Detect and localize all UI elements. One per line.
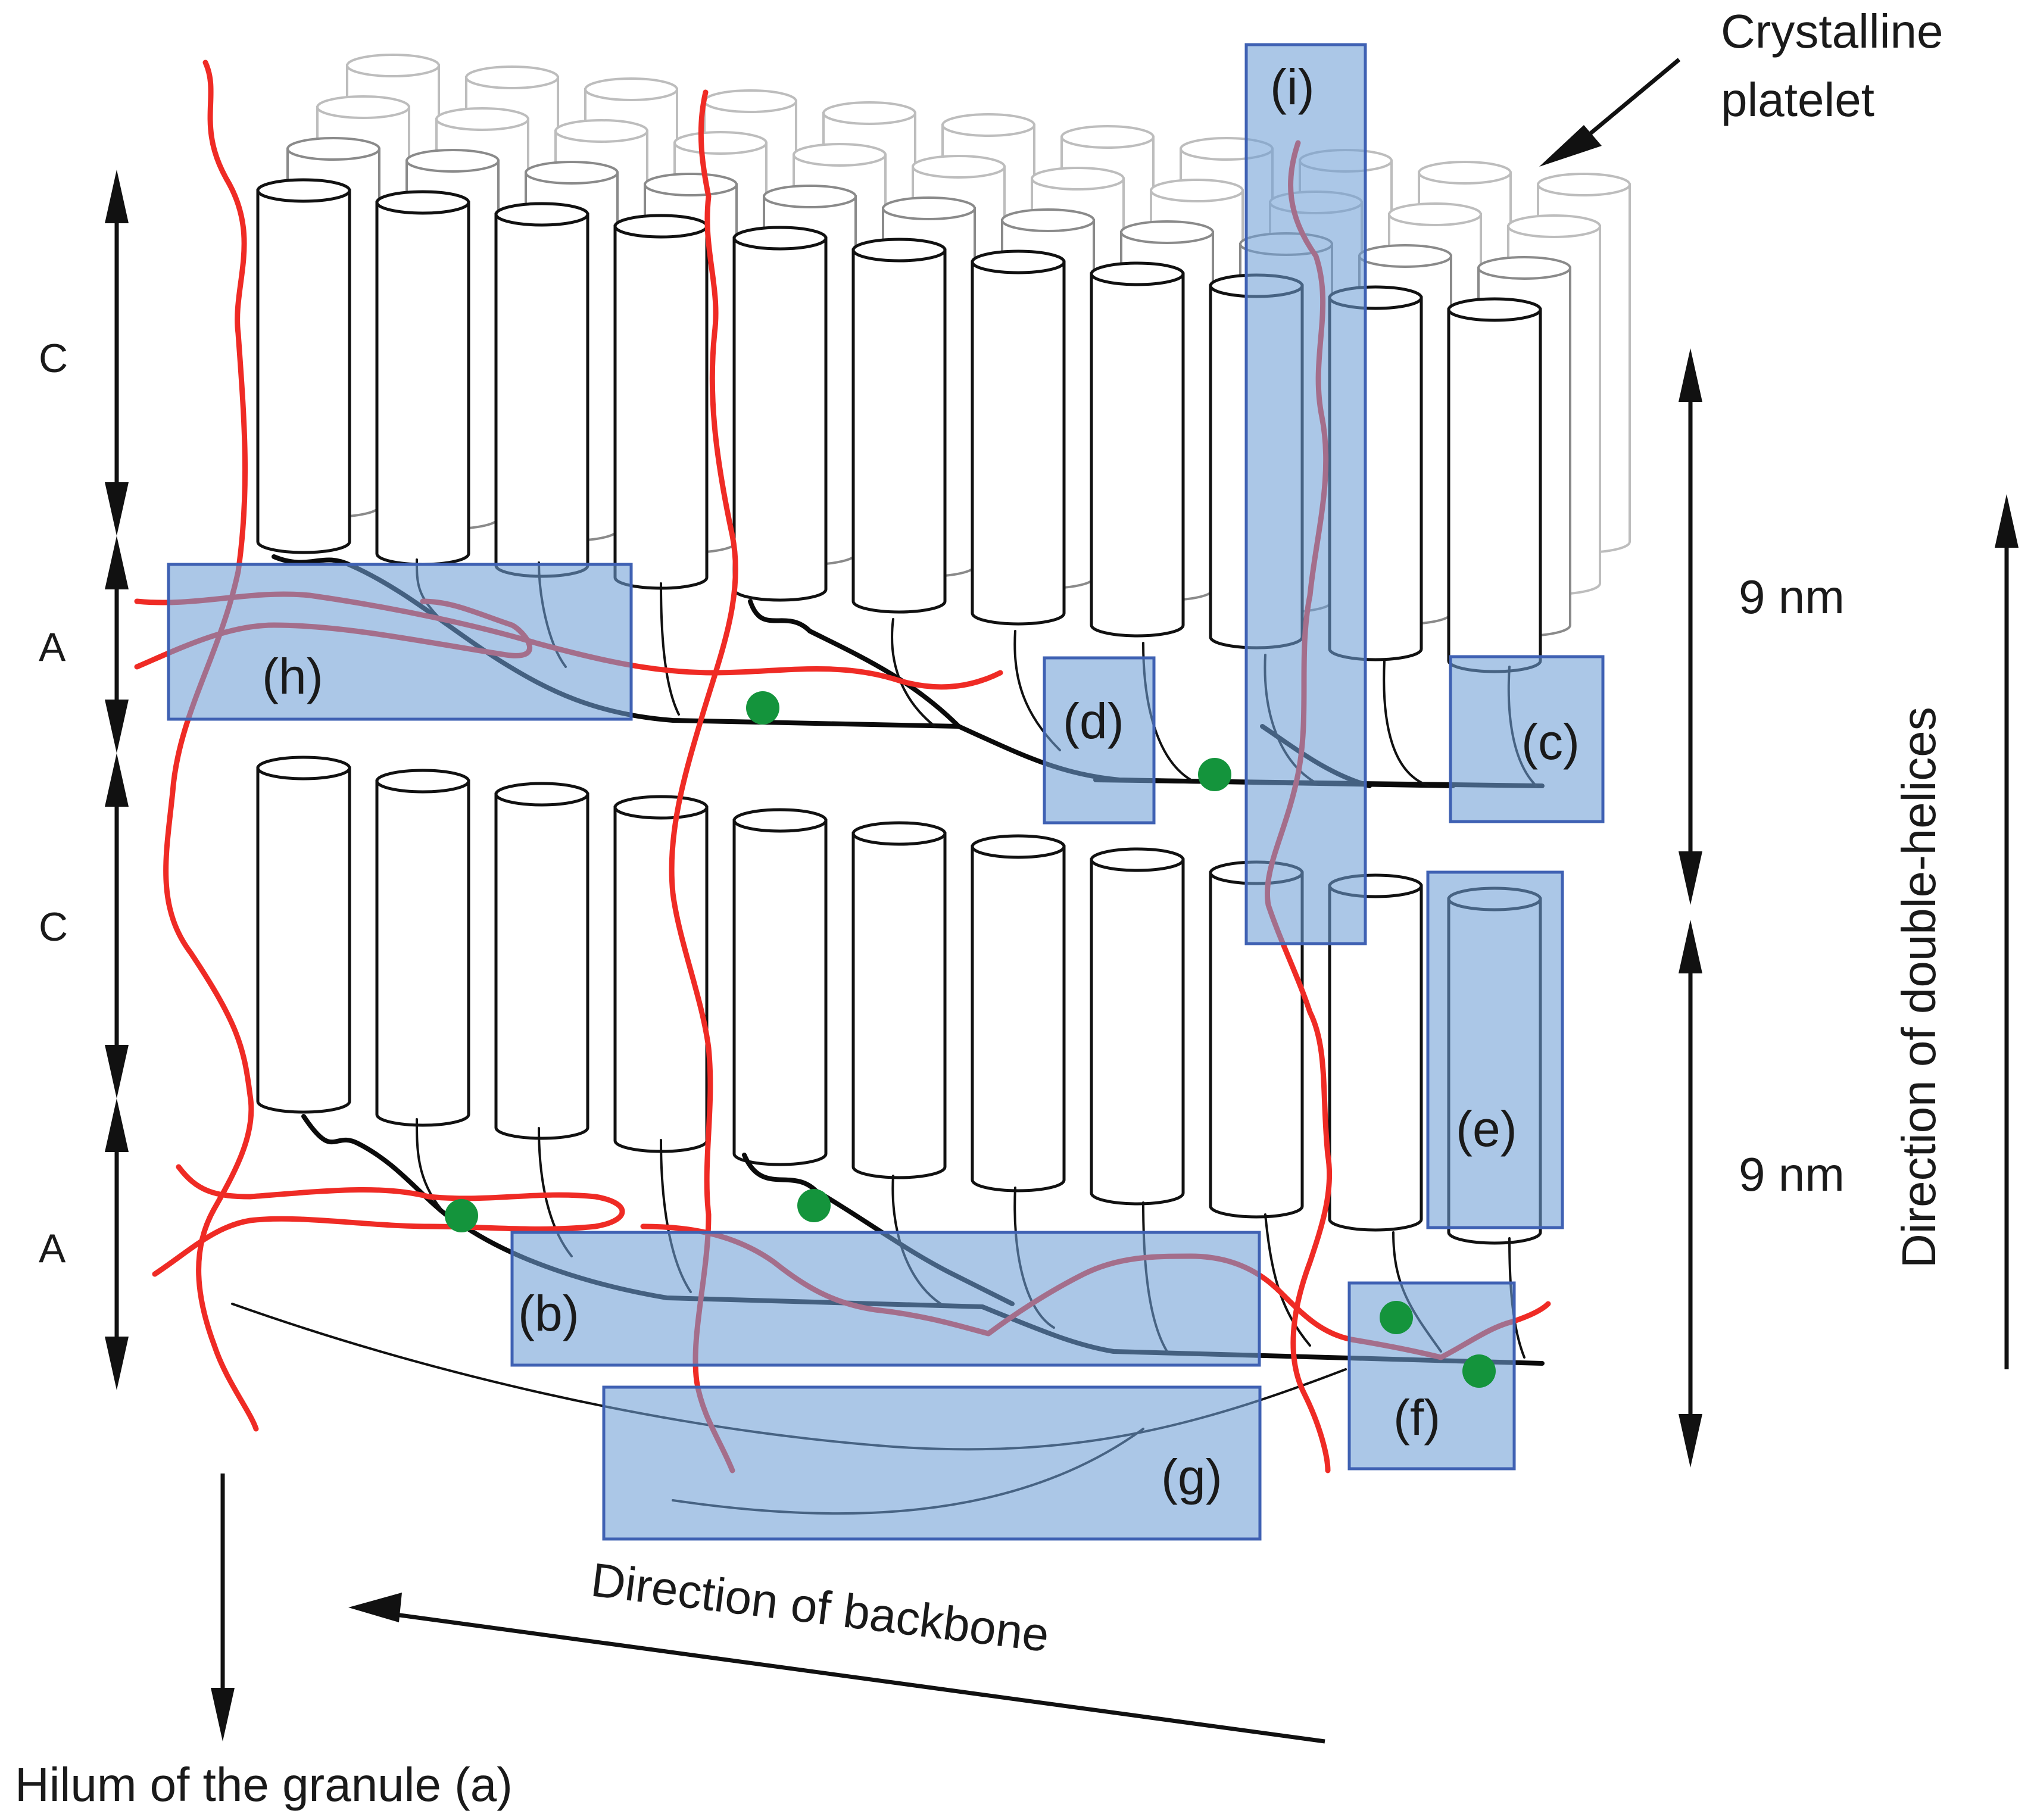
branch-points [445, 691, 1496, 1388]
double-helix-cylinder [375, 769, 470, 1127]
box-i-label: (i) [1270, 59, 1315, 115]
branch-point [1198, 758, 1231, 791]
double-helix-cylinder [256, 178, 351, 554]
double-helix-cylinder [613, 795, 709, 1153]
box-h-label: (h) [262, 648, 323, 704]
c-region-upper: C [39, 336, 68, 381]
box-b-label: (b) [518, 1285, 579, 1341]
double-helix-cylinder [494, 782, 589, 1140]
backbone-direction-label: Direction of backbone [588, 1553, 1052, 1662]
box-i [1244, 43, 1367, 945]
crystalline-arrow [1539, 58, 1681, 167]
nm-label-lower: 9 nm [1739, 1148, 1845, 1201]
hilum-label: Hilum of the granule (a) [15, 1758, 513, 1811]
c-a-arrows [105, 170, 129, 1390]
double-helix-cylinder [613, 214, 709, 590]
box-c-label: (c) [1521, 714, 1580, 770]
backbone-direction-arrow [348, 1593, 1325, 1744]
nm-arrows [1679, 348, 1702, 1468]
double-helix-cylinder [851, 238, 947, 614]
double-helix-cylinder [971, 249, 1066, 626]
box-d [1043, 656, 1156, 825]
double-helix-cylinder [971, 834, 1066, 1192]
branch-point [797, 1189, 831, 1222]
double-helix-cylinder [732, 226, 828, 602]
nm-label-upper: 9 nm [1739, 570, 1845, 623]
helix-direction-label: Direction of double-helices [1892, 707, 1945, 1268]
box-f-label: (f) [1393, 1390, 1440, 1446]
box-h [167, 563, 633, 721]
box-e [1426, 870, 1564, 1229]
double-helix-cylinder [851, 821, 947, 1179]
c-region-lower: C [39, 904, 68, 950]
branch-point [445, 1199, 478, 1232]
double-helix-cylinder [494, 202, 589, 578]
box-g-label: (g) [1161, 1449, 1222, 1505]
box-e-label: (e) [1456, 1101, 1517, 1157]
hilum-arrow [211, 1474, 235, 1741]
crystalline-label-line1: Crystalline [1721, 5, 1943, 58]
double-helix-cylinder [1090, 261, 1185, 638]
branch-point [746, 691, 779, 725]
double-helix-cylinder [732, 808, 828, 1166]
highlight-boxes [167, 43, 1605, 1541]
helix-direction-arrow [1995, 494, 2019, 1369]
double-helix-cylinder [375, 190, 470, 566]
a-region-lower: A [39, 1226, 66, 1271]
double-helix-cylinder [1447, 297, 1542, 673]
box-b [510, 1231, 1261, 1367]
background-cylinder-rows [286, 54, 1631, 637]
double-helix-cylinder [1090, 847, 1185, 1206]
crystalline-label-line2: platelet [1721, 73, 1874, 126]
double-helix-cylinder [256, 756, 351, 1114]
box-g [602, 1385, 1262, 1541]
front-cylinder-rows [256, 178, 1542, 1245]
branch-point [1462, 1354, 1496, 1388]
branch-point [1380, 1301, 1413, 1334]
box-d-label: (d) [1063, 693, 1124, 749]
a-region-upper: A [39, 625, 66, 670]
box-c [1449, 655, 1605, 823]
